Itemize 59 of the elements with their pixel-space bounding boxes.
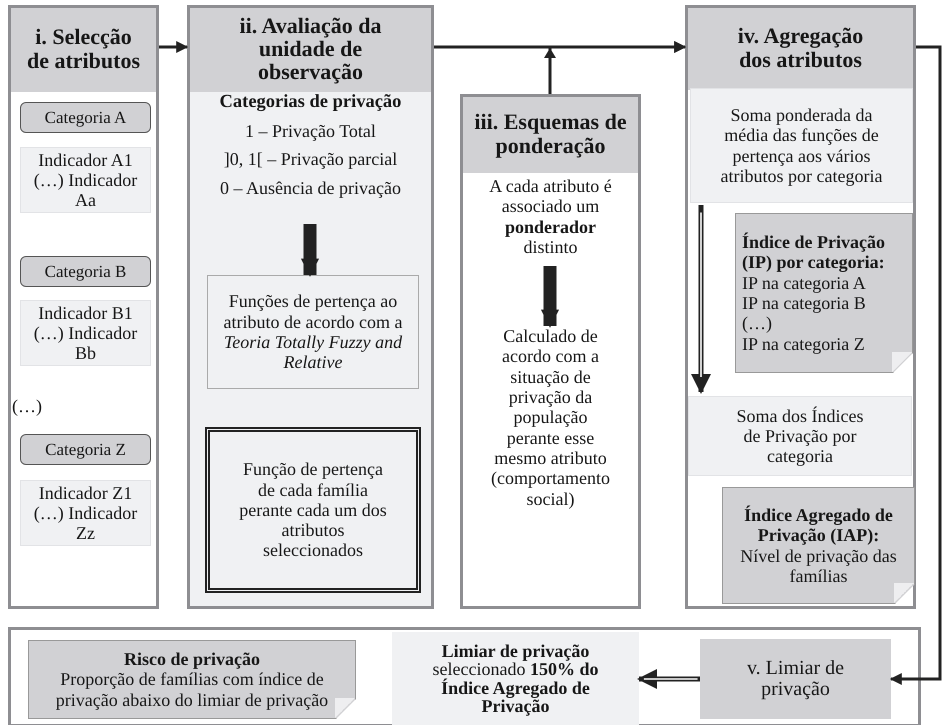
text-band: [20, 300, 151, 366]
stage-heading: i. Selecção de atributos: [26, 23, 142, 74]
body-text: Calculado de acordo com a situação de privação da população perante esse mesmo atributo (comportamento social): [491, 326, 610, 509]
body-text: Limiar de privação seleccionado 150% do Índice Agregado de Privação: [432, 642, 599, 716]
body-text: IP na categoria A: [742, 272, 866, 293]
stage-panel: [187, 5, 434, 609]
category-tag: [20, 434, 151, 465]
double-arrow: [691, 205, 711, 394]
label-text: Categoria Z: [45, 440, 126, 460]
body-text: Proporção de famílias com índice de privação abaixo do limiar de privação: [54, 669, 330, 710]
heading-text: Categorias de privação: [220, 92, 402, 113]
body-text: IP na categoria Z: [742, 334, 865, 354]
ellipsis-text: (…): [12, 396, 42, 416]
text-band: [20, 147, 151, 213]
body-text: ]0, 1[ – Privação parcial: [224, 149, 398, 170]
category-tag: [20, 102, 151, 133]
body-text: Indicador B1 (…) Indicador Bb: [32, 302, 138, 364]
block-arrow: [300, 224, 320, 277]
body-text: A cada atributo é associado um ponderador distinto: [488, 176, 613, 258]
stage-heading: iv. Agregação dos atributos: [736, 22, 864, 74]
stage-heading: iii. Esquemas de ponderação: [473, 108, 628, 160]
body-text: 1 – Privação Total: [245, 120, 376, 142]
note-card: [735, 213, 913, 373]
label-text: Categoria B: [44, 262, 126, 282]
text-band: [392, 632, 639, 725]
heading-text: Índice de Privação (IP) por categoria:: [742, 232, 886, 273]
body-text: 0 – Ausência de privação: [220, 178, 401, 198]
stage-panel: [8, 5, 159, 609]
category-tag: [20, 256, 151, 287]
body-text: Indicador A1 (…) Indicador Aa: [32, 150, 138, 210]
text-band: [688, 396, 912, 476]
arrow: [544, 41, 686, 94]
process-box: [207, 275, 419, 389]
stage-box: [700, 639, 891, 719]
text-band: [20, 480, 151, 546]
body-text: IP na categoria B: [742, 293, 866, 314]
body-text: Soma ponderada da média das funções de pertença aos vários atributos por categoria: [720, 104, 884, 186]
stage-panel: [460, 94, 641, 609]
threshold-panel: [8, 627, 921, 725]
note-card: [722, 487, 915, 604]
heading-text: Índice Agregado de Privação (IAP):: [743, 504, 894, 546]
label-text: v. Limiar de privação: [746, 658, 845, 700]
heading-text: Risco de privação: [124, 649, 260, 670]
double-arrow: [637, 669, 700, 689]
stage-panel: [685, 5, 916, 609]
note-card: [28, 640, 356, 719]
body-text: Nível de privação das famílias: [739, 546, 898, 586]
label-text: Categoria A: [44, 108, 126, 128]
block-arrow: [540, 266, 560, 328]
body-text: Funções de pertença ao atributo de acordo com a Teoria Totally Fuzzy and Relative: [222, 291, 404, 373]
text-band: [690, 88, 913, 203]
body-text: (…): [742, 313, 772, 334]
body-text: Função de pertença de cada família perante cada um dos atributos seleccionados: [238, 459, 388, 561]
stage-heading: ii. Avaliação da unidade de observação: [238, 12, 382, 86]
result-box: [205, 427, 421, 593]
body-text: Soma dos Índices de Privação por categoria: [736, 406, 864, 466]
arrow: [890, 46, 942, 685]
body-text: Indicador Z1 (…) Indicador Zz: [32, 482, 138, 544]
arrow: [159, 41, 188, 53]
